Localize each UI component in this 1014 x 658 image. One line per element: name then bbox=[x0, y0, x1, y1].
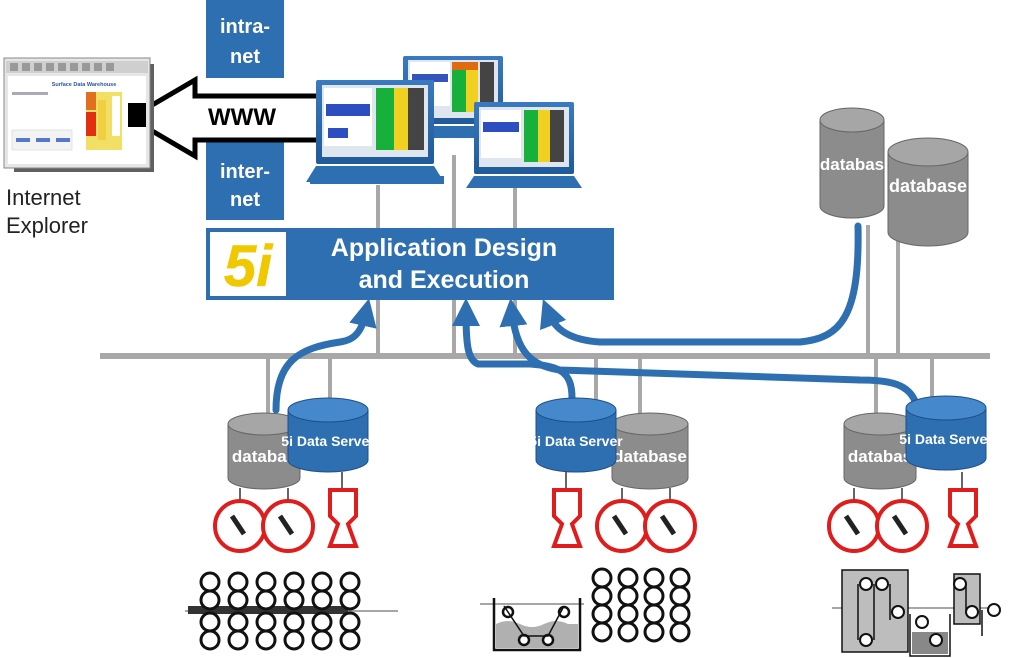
left-server: 5i Data Server bbox=[281, 397, 375, 473]
annealing-line bbox=[832, 569, 1001, 657]
workstation-monitors bbox=[306, 56, 582, 228]
monitor-left bbox=[306, 80, 444, 184]
right-gauges bbox=[827, 472, 979, 553]
internet-label-line2: net bbox=[230, 189, 260, 211]
mid-gauges bbox=[551, 472, 697, 553]
right-db: databas bbox=[843, 412, 917, 490]
5i-logo: 5i bbox=[224, 234, 274, 299]
internet-label-block: inter- net bbox=[206, 142, 284, 220]
left-gauges bbox=[213, 472, 359, 553]
www-label: WWW bbox=[208, 104, 276, 131]
mid-server-label: 5i Data Server bbox=[529, 433, 623, 449]
left-server-label: 5i Data Server bbox=[281, 433, 375, 449]
browser-caption-line2: Explorer bbox=[6, 213, 88, 238]
browser-screen-title: Surface Data Warehouse bbox=[52, 82, 117, 88]
monitor-right bbox=[466, 102, 582, 188]
left-db-label: databas bbox=[232, 447, 296, 466]
www-arrow: WWW bbox=[125, 75, 333, 161]
top-db-front-label: database bbox=[889, 176, 967, 196]
internet-label-line1: inter- bbox=[220, 161, 270, 183]
network-bus bbox=[100, 225, 990, 418]
intranet-label-line2: net bbox=[230, 46, 260, 68]
left-db: databas bbox=[227, 412, 301, 490]
right-server: 5i Data Server bbox=[899, 395, 993, 471]
app-title-line1: Application Design bbox=[331, 234, 557, 262]
rolling-mill bbox=[185, 571, 398, 651]
top-db-back: databas bbox=[819, 107, 885, 219]
app-title-line2: and Execution bbox=[359, 266, 530, 294]
right-db-label: databas bbox=[848, 447, 912, 466]
pickling-line bbox=[480, 567, 691, 652]
browser-window: Surface Data Warehouse bbox=[3, 57, 154, 172]
mid-db-label: database bbox=[613, 447, 687, 466]
top-db-front: database bbox=[887, 137, 969, 247]
intranet-label-line1: intra- bbox=[220, 16, 270, 38]
intranet-label-block: intra- net bbox=[206, 0, 284, 78]
data-flow-arrows bbox=[272, 222, 920, 414]
browser-caption-line1: Internet bbox=[6, 185, 81, 210]
right-server-label: 5i Data Server bbox=[899, 431, 993, 447]
mid-db: database bbox=[611, 412, 689, 490]
application-box: 5i Application Design and Execution bbox=[206, 228, 614, 300]
mid-server: 5i Data Server bbox=[529, 397, 623, 473]
top-db-back-label: databas bbox=[820, 155, 884, 174]
